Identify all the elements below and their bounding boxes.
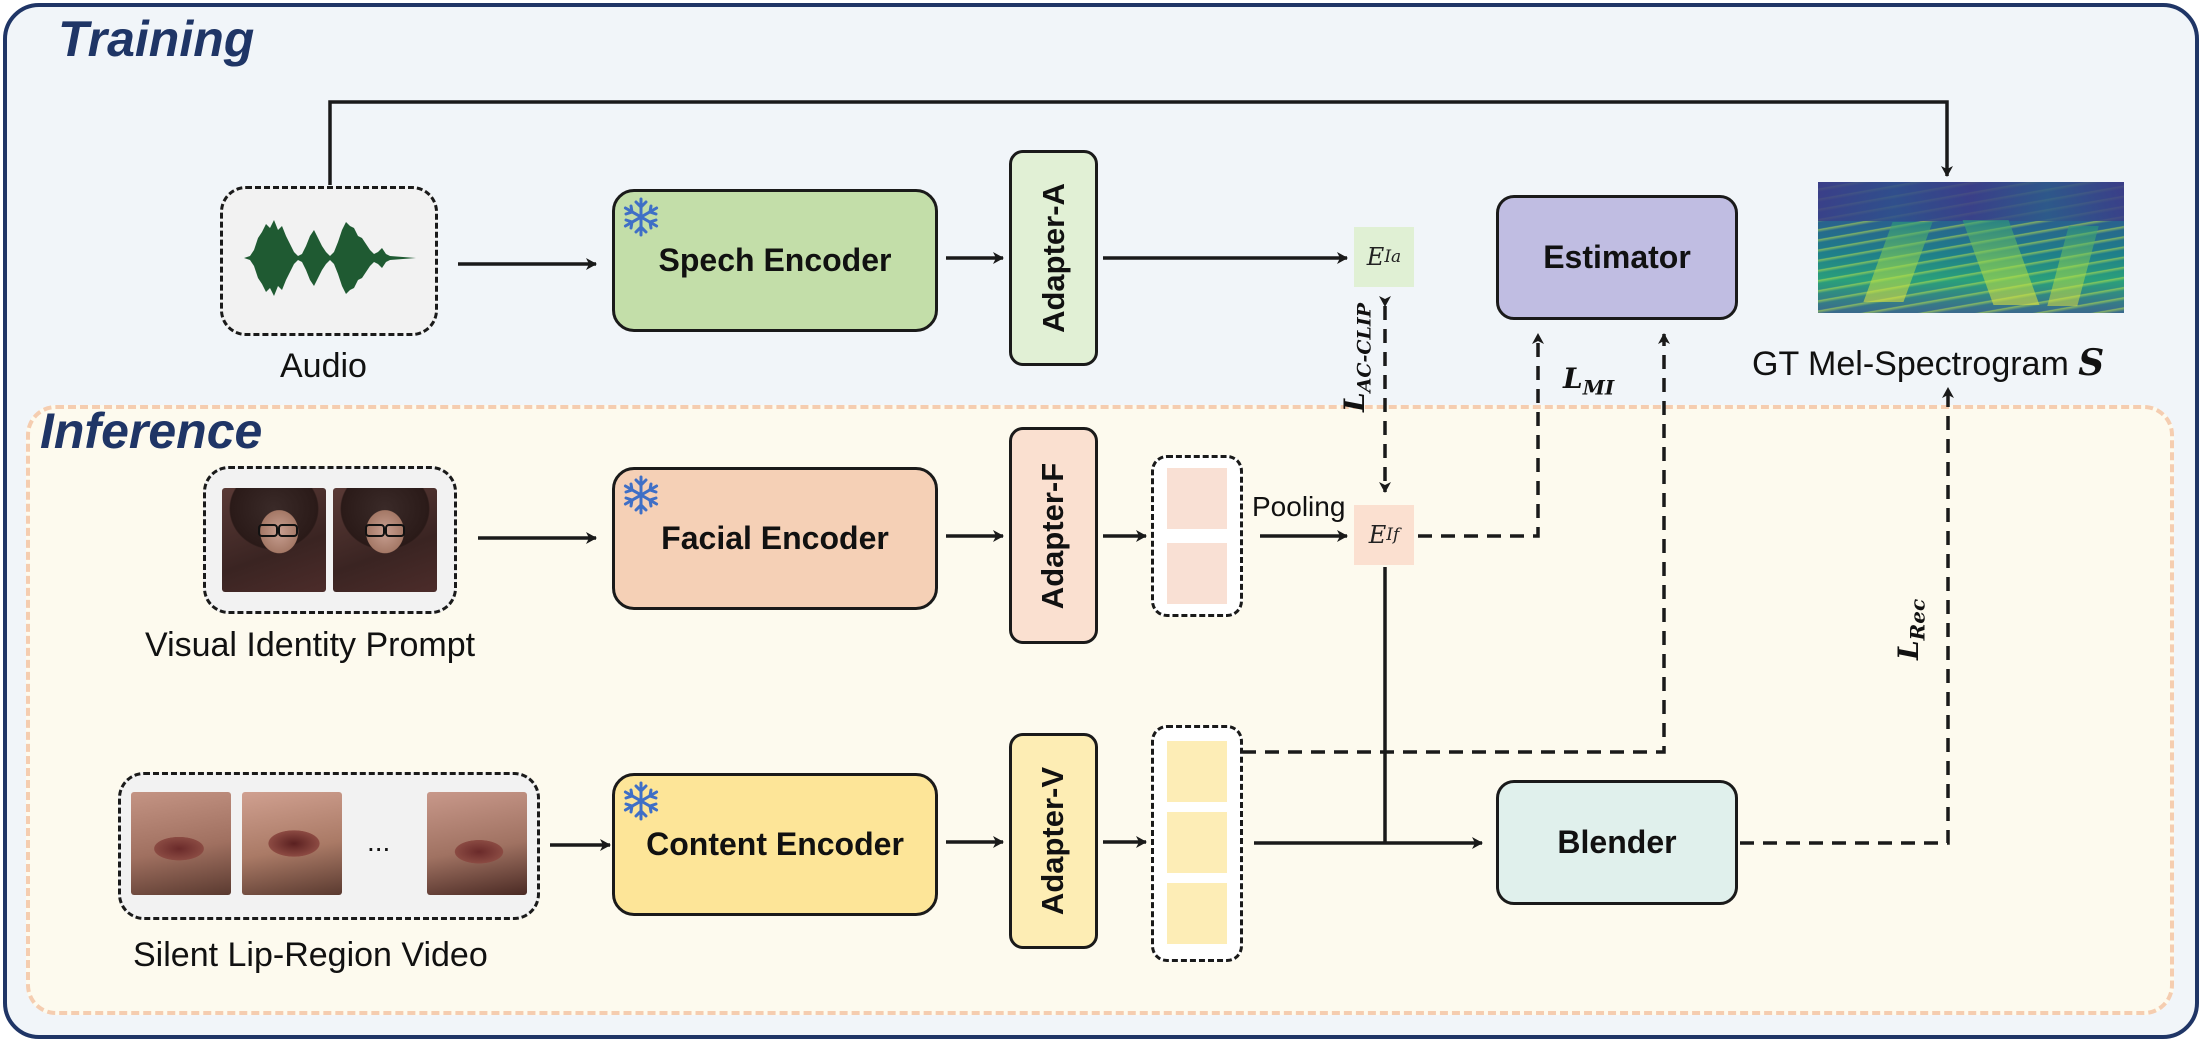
snowflake-icon [623,475,659,515]
embedding-audio-base: E [1366,243,1385,271]
adapter-a: Adapter-A [1009,150,1098,366]
adapter-f-label: Adapter-F [1035,462,1071,609]
blender: Blender [1496,780,1738,905]
audio-to-spectrogram-line [328,100,1953,185]
embedding-audio-sub: Ia [1384,247,1402,267]
content-encoder: Content Encoder [612,773,938,916]
lip-video-label: Silent Lip-Region Video [133,936,488,974]
ac-clip-loss-label: LAC-CLIP [1338,303,1376,412]
snowflake-icon [623,781,659,821]
blender-label: Blender [1557,824,1677,860]
inference-title: Inference [40,403,263,459]
spectrogram-label: GT Mel-Spectrogram S [1752,342,2104,384]
rec-loss-arrow [1740,387,1954,845]
pooling-label: Pooling [1252,491,1346,522]
mi-loss-sub: MI [1582,375,1615,400]
audio-label: Audio [280,347,367,385]
ac-clip-loss-base: L [1338,392,1371,412]
estimator: Estimator [1496,195,1738,320]
waveform-icon [244,220,416,296]
mi-loss-base: L [1563,362,1583,395]
spectrogram-symbol: S [2078,342,2105,384]
snowflake-icon [623,197,659,237]
facial-encoder: Facial Encoder [612,467,938,610]
mi-loss-label: LMI [1563,362,1614,400]
face-photo [333,488,437,592]
rec-loss-sub: Rec [1905,598,1930,641]
lip-ellipsis: ... [367,826,391,857]
lip-photo [242,792,342,895]
content-encoder-label: Content Encoder [646,826,904,862]
training-title: Training [58,11,255,67]
spectrogram-image [1818,182,2124,313]
adapter-v-label: Adapter-V [1035,766,1071,916]
spectrogram-text: GT Mel-Spectrogram [1752,345,2069,383]
content-token [1167,812,1227,873]
embedding-face-base: E [1368,521,1387,549]
face-photo [222,488,326,592]
adapter-f: Adapter-F [1009,427,1098,644]
estimator-label: Estimator [1543,239,1691,275]
mi-loss-arrow-from-content [1242,333,1670,754]
content-token [1167,741,1227,802]
facial-encoder-label: Facial Encoder [661,520,889,556]
adapter-a-label: Adapter-A [1035,183,1071,333]
embedding-face-sub: If [1386,525,1400,545]
visual-prompt-label: Visual Identity Prompt [145,626,476,664]
adapter-v: Adapter-V [1009,733,1098,949]
facial-token [1167,543,1227,604]
content-token [1167,883,1227,944]
lip-photo [131,792,231,895]
facial-token [1167,468,1227,529]
rec-loss-label: LRec [1892,599,1930,660]
ac-clip-loss-sub: AC-CLIP [1353,302,1376,393]
speech-encoder-label: Spech Encoder [658,242,892,278]
lip-photo [427,792,527,895]
rec-loss-base: L [1892,640,1925,660]
speech-encoder: Spech Encoder [612,189,938,332]
mi-loss-arrow-from-face [1418,333,1544,538]
